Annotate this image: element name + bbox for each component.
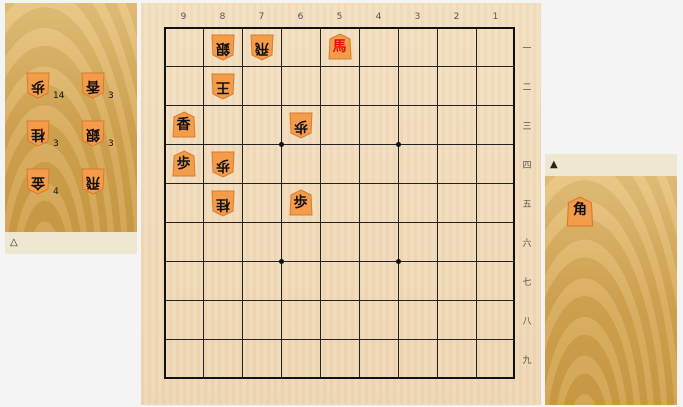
piece-glyph: 歩 xyxy=(293,117,308,134)
grid-rank-line xyxy=(166,300,513,301)
file-label: 8 xyxy=(219,12,226,22)
gote-hand-piece[interactable]: 飛 xyxy=(80,167,106,195)
gote-stand-wood xyxy=(5,3,137,232)
grid-file-line xyxy=(242,29,243,377)
piece-glyph: 飛 xyxy=(86,174,100,190)
rank-label: 三 xyxy=(522,121,532,132)
gote-hand-piece[interactable]: 金 xyxy=(25,167,51,195)
rank-label: 二 xyxy=(522,82,532,93)
gote-hand-piece[interactable]: 香 xyxy=(80,71,106,99)
board-piece[interactable]: 歩 xyxy=(210,150,236,178)
star-point xyxy=(396,259,401,264)
grid-rank-line xyxy=(166,144,513,145)
rank-label: 九 xyxy=(522,355,532,366)
piece-glyph: 銀 xyxy=(215,39,230,56)
piece-glyph: 歩 xyxy=(176,155,191,172)
rank-label: 七 xyxy=(522,277,532,288)
piece-glyph: 銀 xyxy=(86,126,100,142)
grid-file-line xyxy=(476,29,477,377)
board-piece[interactable]: 香 xyxy=(171,110,197,139)
sente-turn-marker: ▲ xyxy=(550,159,558,170)
gote-stand-label: △ xyxy=(5,232,137,254)
file-label: 5 xyxy=(336,12,343,22)
board-piece[interactable]: 歩 xyxy=(171,149,197,178)
board-piece[interactable]: 歩 xyxy=(288,111,314,139)
file-label: 2 xyxy=(453,12,460,22)
sente-piece-stand: ▲ xyxy=(545,154,677,405)
grid-file-line xyxy=(359,29,360,377)
grid-rank-line xyxy=(166,339,513,340)
piece-glyph: 香 xyxy=(86,78,100,94)
star-point xyxy=(396,142,401,147)
rank-label: 八 xyxy=(522,316,532,327)
file-label: 3 xyxy=(414,12,421,22)
piece-glyph: 桂 xyxy=(215,195,230,212)
piece-glyph: 角 xyxy=(572,202,587,218)
sente-hand-piece[interactable]: 角 xyxy=(565,196,595,228)
piece-glyph: 馬 xyxy=(332,38,347,55)
board-piece[interactable]: 馬 xyxy=(327,32,353,61)
rank-label: 五 xyxy=(522,199,532,210)
gote-hand-piece[interactable]: 銀 xyxy=(80,119,106,147)
board-piece[interactable]: 銀 xyxy=(210,33,236,61)
grid-file-line xyxy=(437,29,438,377)
sente-stand-label: ▲ xyxy=(545,154,677,176)
piece-glyph: 歩 xyxy=(293,194,308,211)
hand-piece-count: 3 xyxy=(108,139,114,149)
board-piece[interactable]: 桂 xyxy=(210,189,236,217)
hand-piece-count: 4 xyxy=(53,187,59,197)
rank-label: 六 xyxy=(522,238,532,249)
grid-file-line xyxy=(281,29,282,377)
gote-piece-stand: △ xyxy=(5,3,137,254)
file-label: 4 xyxy=(375,12,382,22)
star-point xyxy=(279,259,284,264)
board-piece[interactable]: 歩 xyxy=(288,188,314,217)
grid-rank-line xyxy=(166,261,513,262)
file-label: 9 xyxy=(180,12,187,22)
grid-file-line xyxy=(203,29,204,377)
piece-glyph: 香 xyxy=(176,116,191,133)
file-label: 1 xyxy=(492,12,499,22)
board-piece[interactable]: 飛 xyxy=(249,33,275,61)
piece-glyph: 桂 xyxy=(31,126,45,142)
grid-rank-line xyxy=(166,105,513,106)
piece-glyph: 歩 xyxy=(215,156,230,173)
gote-hand-piece[interactable]: 桂 xyxy=(25,119,51,147)
board-piece[interactable]: 王 xyxy=(210,72,236,100)
rank-label: 一 xyxy=(522,43,532,54)
piece-glyph: 飛 xyxy=(254,39,269,56)
grid-rank-line xyxy=(166,183,513,184)
grid-file-line xyxy=(320,29,321,377)
piece-glyph: 歩 xyxy=(31,78,45,94)
star-point xyxy=(279,142,284,147)
file-label: 6 xyxy=(297,12,304,22)
sente-stand-wood xyxy=(545,176,677,405)
piece-glyph: 王 xyxy=(215,78,230,95)
gote-turn-marker: △ xyxy=(10,237,18,248)
rank-label: 四 xyxy=(522,160,532,171)
hand-piece-count: 14 xyxy=(53,91,65,101)
grid-file-line xyxy=(398,29,399,377)
board-grid xyxy=(164,27,515,379)
shogi-board xyxy=(141,3,541,405)
gote-hand-piece[interactable]: 歩 xyxy=(25,71,51,99)
hand-piece-count: 3 xyxy=(53,139,59,149)
hand-piece-count: 3 xyxy=(108,91,114,101)
piece-glyph: 金 xyxy=(31,174,45,190)
file-label: 7 xyxy=(258,12,265,22)
grid-rank-line xyxy=(166,66,513,67)
grid-rank-line xyxy=(166,222,513,223)
